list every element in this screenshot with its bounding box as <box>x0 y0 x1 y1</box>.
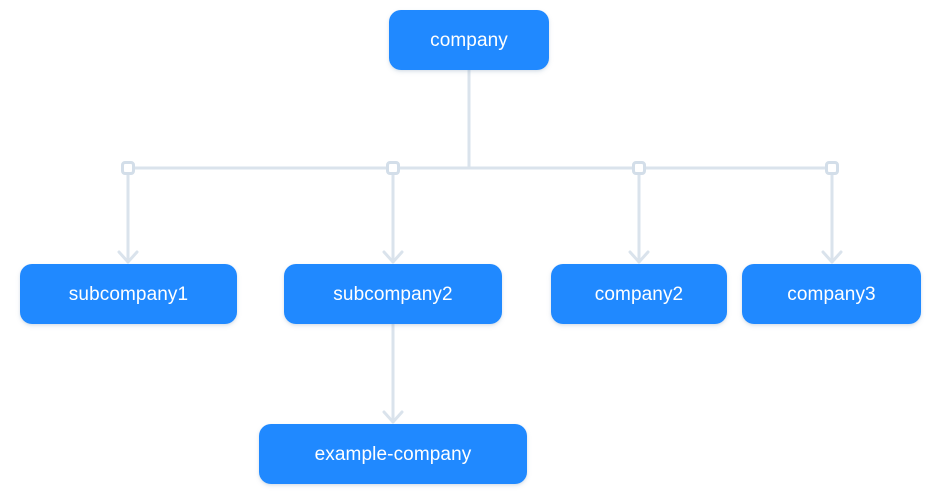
node-label: subcompany2 <box>333 283 453 305</box>
node-subcompany2[interactable]: subcompany2 <box>284 264 502 324</box>
junction-handle-company2[interactable] <box>632 161 646 175</box>
arrowhead-subcompany2 <box>382 250 404 264</box>
node-label: company <box>430 29 508 51</box>
arrowhead-example-company <box>382 410 404 424</box>
arrowhead-subcompany1 <box>117 250 139 264</box>
node-label: company3 <box>787 283 876 305</box>
node-company3[interactable]: company3 <box>742 264 921 324</box>
arrowhead-company2 <box>628 250 650 264</box>
node-example-company[interactable]: example-company <box>259 424 527 484</box>
node-company[interactable]: company <box>389 10 549 70</box>
node-label: subcompany1 <box>68 283 189 305</box>
node-subcompany1[interactable]: subcompany1 <box>20 264 237 324</box>
node-label: company2 <box>594 283 684 305</box>
junction-handle-company3[interactable] <box>825 161 839 175</box>
arrowhead-company3 <box>821 250 843 264</box>
node-label: example-company <box>314 443 472 465</box>
junction-handle-subcompany2[interactable] <box>386 161 400 175</box>
junction-handle-subcompany1[interactable] <box>121 161 135 175</box>
node-company2[interactable]: company2 <box>551 264 727 324</box>
